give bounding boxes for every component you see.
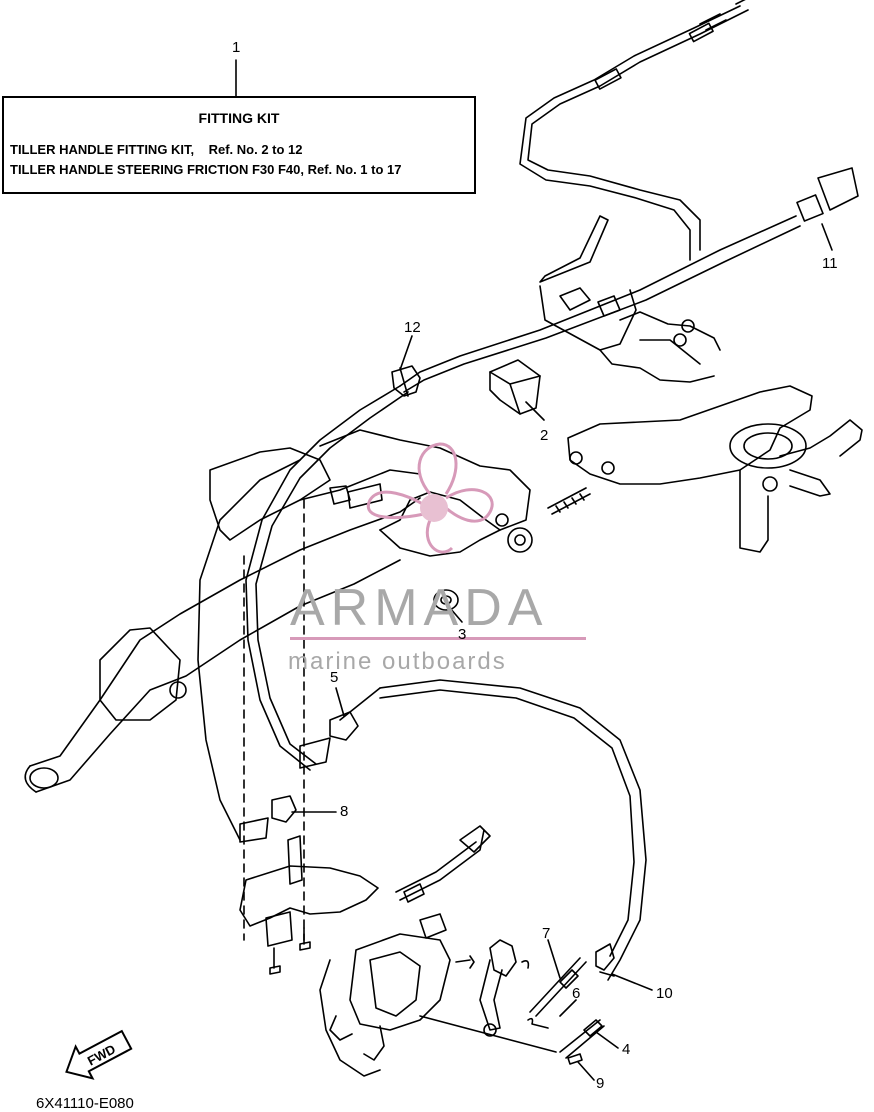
leader-12	[399, 335, 413, 371]
callout-4: 4	[622, 1041, 631, 1058]
callout-7: 7	[542, 925, 551, 942]
diagram-code: 6X41110-E080	[36, 1095, 134, 1112]
leader-2	[525, 401, 545, 421]
leader-6	[559, 999, 577, 1017]
part-9-pin	[567, 1053, 583, 1065]
part-6-pin	[527, 1017, 549, 1029]
part-2-block	[489, 359, 541, 415]
watermark-brand: ARMADA	[290, 579, 549, 637]
leader-9	[577, 1061, 595, 1081]
part-5-clip	[299, 711, 359, 769]
leader-10	[611, 973, 653, 991]
part-7-rod	[529, 957, 587, 1017]
leader-11	[821, 223, 833, 251]
part-8-clip	[239, 795, 297, 843]
leader-3	[449, 607, 463, 623]
kit-line-2: TILLER HANDLE STEERING FRICTION F30 F40,…	[10, 162, 402, 177]
kit-line-1: TILLER HANDLE FITTING KIT, Ref. No. 2 to…	[10, 142, 303, 157]
callout-5: 5	[330, 669, 339, 686]
callout-2: 2	[540, 427, 549, 444]
switch-assembly	[319, 825, 491, 1077]
armada-logo	[366, 442, 494, 554]
gear-lever	[479, 939, 530, 1037]
callout-6: 6	[572, 985, 581, 1002]
bracket-upper	[539, 215, 721, 383]
leader-4	[595, 1031, 619, 1049]
tiller-arm	[24, 447, 421, 793]
throttle-cables	[519, 0, 749, 261]
callout-3: 3	[458, 626, 467, 643]
fitting-kit-box: FITTING KIT TILLER HANDLE FITTING KIT, R…	[2, 96, 476, 194]
shift-cable-loop	[197, 385, 647, 981]
screws	[269, 927, 475, 975]
part-10-clip	[595, 943, 615, 977]
kit-title: FITTING KIT	[198, 110, 280, 126]
stud-bolt	[547, 487, 591, 515]
part-3-nut	[433, 589, 459, 611]
callout-11: 11	[822, 255, 838, 272]
watermark-tagline: marine outboards	[288, 648, 507, 675]
steering-bracket	[567, 385, 863, 553]
leader-7	[547, 939, 561, 979]
wire-harness	[399, 167, 859, 393]
fwd-arrow-icon: FWD	[65, 1029, 133, 1080]
leader-5	[335, 687, 345, 717]
part-12-clip	[391, 365, 421, 397]
lower-plate	[239, 835, 379, 947]
callout-12: 12	[404, 319, 421, 336]
part-4-rod	[419, 1015, 605, 1059]
callout-9: 9	[596, 1075, 605, 1092]
callout-1: 1	[232, 39, 241, 56]
watermark-rule	[290, 637, 586, 640]
callout-10: 10	[656, 985, 673, 1002]
callout-8: 8	[340, 803, 349, 820]
